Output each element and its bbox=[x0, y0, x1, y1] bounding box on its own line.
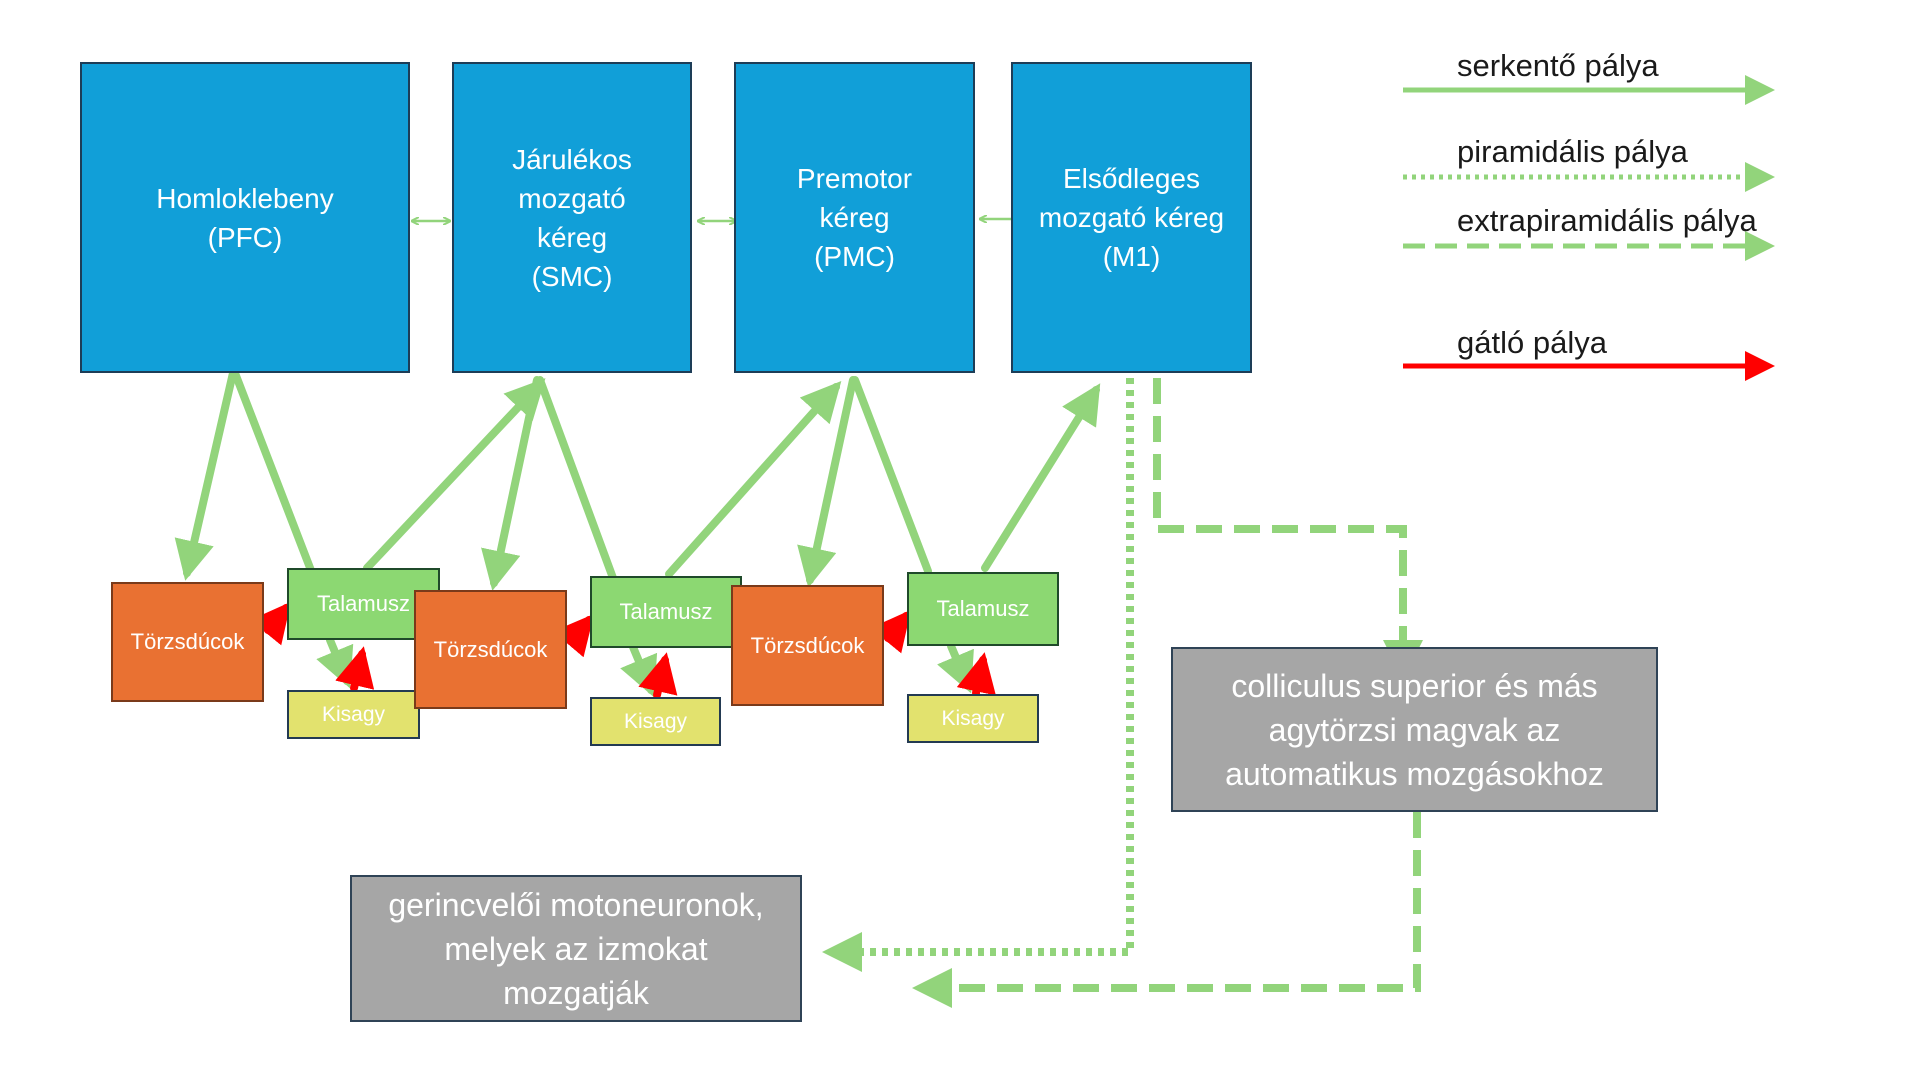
arrow-th2-pmc bbox=[665, 381, 842, 578]
brainstem-nuclei-box: colliculus superior és más agytörzsi mag… bbox=[1171, 647, 1658, 812]
output-pathways bbox=[822, 378, 1423, 1008]
arrow-smc-th2 bbox=[536, 376, 617, 582]
basal-ganglia-box-2: Törzsdúcok bbox=[414, 590, 567, 709]
basal-ganglia-box-3: Törzsdúcok bbox=[731, 585, 884, 706]
basal-ganglia-box-1: Törzsdúcok bbox=[111, 582, 264, 702]
pfc-box: Homloklebeny (PFC) bbox=[80, 62, 410, 373]
arrow-pfc-th1 bbox=[231, 369, 316, 577]
arrow-cb3-th3 bbox=[956, 652, 996, 697]
extrapyramidal-path-2 bbox=[912, 812, 1421, 1008]
arrow-cb2-th2 bbox=[638, 652, 678, 699]
arrow-th1-smc bbox=[363, 378, 546, 572]
cerebellum-box-1: Kisagy bbox=[287, 690, 420, 739]
arrow-bg3-th3 bbox=[870, 609, 912, 654]
extrapyramidal-path-1 bbox=[1153, 378, 1423, 680]
arrow-th2-cb2 bbox=[620, 643, 658, 698]
pyramidal-path bbox=[822, 378, 1134, 972]
arrow-bg1-th1 bbox=[250, 601, 292, 646]
arrow-pmc-th3 bbox=[851, 376, 932, 575]
arrow-bg2-th2 bbox=[553, 613, 595, 658]
arrow-pmc-bg3 bbox=[797, 376, 857, 588]
legend-inhibitory-label: gátló pálya bbox=[1457, 325, 1607, 360]
cerebellum-box-2: Kisagy bbox=[590, 697, 721, 746]
arrow-cb1-th1 bbox=[335, 646, 375, 692]
thalamus-box-3: Talamusz bbox=[907, 572, 1059, 646]
arrow-th3-m1 bbox=[981, 383, 1101, 572]
legend-excitatory-label: serkentő pálya bbox=[1457, 48, 1659, 83]
inhibitory-arrows bbox=[250, 601, 996, 699]
arrow-smc-bg2 bbox=[481, 376, 541, 591]
m1-box: Elsődleges mozgató kéreg (M1) bbox=[1011, 62, 1252, 373]
smc-box: Járulékos mozgató kéreg (SMC) bbox=[452, 62, 692, 373]
arrow-th1-cb1 bbox=[316, 636, 354, 689]
thalamus-box-2: Talamusz bbox=[590, 576, 742, 648]
pmc-box: Premotor kéreg (PMC) bbox=[734, 62, 975, 373]
legend-lines bbox=[1403, 75, 1775, 381]
cerebellum-box-3: Kisagy bbox=[907, 694, 1039, 743]
arrow-th3-cb3 bbox=[937, 642, 974, 694]
spinal-motoneurons-box: gerincvelői motoneuronok, melyek az izmo… bbox=[350, 875, 802, 1022]
legend-pyramidal-label: piramidális pálya bbox=[1457, 134, 1688, 169]
legend-extrapyramidal-label: extrapiramidális pálya bbox=[1457, 203, 1757, 238]
arrow-pfc-bg1 bbox=[174, 369, 237, 581]
